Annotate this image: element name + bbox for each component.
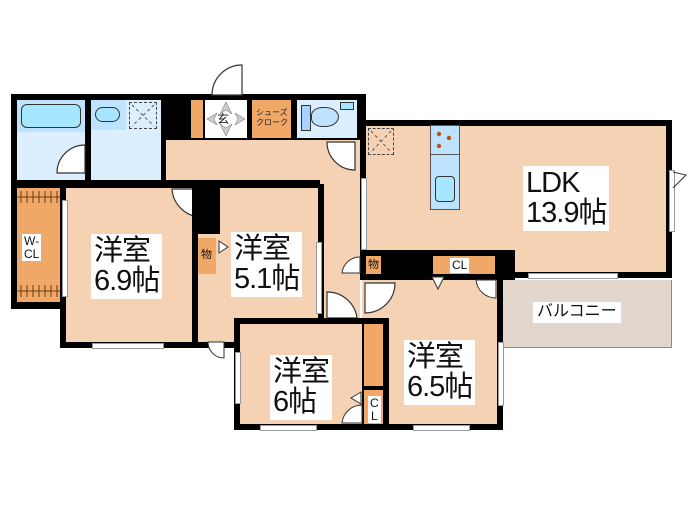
toilet-door-icon bbox=[326, 141, 356, 171]
entrance-arrows-icon bbox=[206, 101, 246, 137]
closet-2-label: C L bbox=[368, 396, 381, 424]
washing-machine-space bbox=[129, 102, 157, 129]
fridge-x-icon bbox=[370, 130, 392, 153]
room-1-wcl-sliding-door[interactable] bbox=[62, 200, 68, 297]
storage-1-door-icon bbox=[218, 240, 229, 254]
room-4-closet-door-icon bbox=[475, 279, 497, 299]
room-4-door-icon bbox=[364, 282, 396, 314]
stove-burners-icon bbox=[436, 131, 452, 149]
shoe-closet[interactable] bbox=[252, 100, 291, 138]
kitchen-sink-icon bbox=[435, 176, 455, 202]
room-2-hall-partition bbox=[316, 242, 322, 314]
room-4-right-window[interactable] bbox=[498, 342, 504, 406]
ldk-right-window[interactable] bbox=[669, 170, 675, 232]
storage-2[interactable] bbox=[366, 256, 381, 274]
washbasin-icon bbox=[95, 107, 120, 122]
shoe-closet-label: シューズ クローク bbox=[256, 108, 288, 128]
room-4-bottom-window[interactable] bbox=[413, 425, 470, 431]
toilet-tank-icon bbox=[301, 105, 311, 131]
washing-machine-x-icon bbox=[131, 104, 155, 127]
closet-1-label: CL bbox=[450, 258, 470, 273]
sink-icon bbox=[340, 102, 354, 110]
entrance-storage bbox=[191, 100, 203, 138]
balcony-label: バルコニー bbox=[533, 302, 621, 323]
hall-door-1-icon bbox=[341, 256, 361, 274]
room-2-label: 洋室 5.1帖 bbox=[231, 232, 303, 297]
room-3-closet-upper[interactable] bbox=[364, 324, 383, 386]
hall-ldk-partition bbox=[361, 178, 367, 250]
ldk-balcony-window[interactable] bbox=[528, 273, 618, 279]
room-1-label: 洋室 6.9帖 bbox=[91, 234, 163, 299]
room-1-bottom-window[interactable] bbox=[92, 343, 164, 349]
closet-2-door-icon bbox=[350, 391, 362, 405]
room-4-label: 洋室 6.5帖 bbox=[404, 340, 476, 405]
room-3-bottom-window[interactable] bbox=[260, 425, 317, 431]
closet-1-door-icon bbox=[431, 276, 445, 291]
entrance-label: 玄 bbox=[217, 112, 230, 126]
bathtub-icon bbox=[21, 104, 81, 128]
stove-divider bbox=[430, 154, 460, 155]
hanger-rail-bottom-icon bbox=[17, 285, 60, 297]
walk-in-closet-label: W- CL bbox=[22, 234, 42, 262]
ldk bbox=[366, 126, 666, 272]
room-3-left-window[interactable] bbox=[235, 352, 241, 404]
bath-door-icon bbox=[56, 144, 86, 174]
hall-door-2-icon bbox=[326, 291, 358, 319]
room-3-label: 洋室 6帖 bbox=[270, 355, 333, 420]
room-3-door-icon bbox=[341, 404, 363, 424]
storage-1[interactable] bbox=[198, 238, 216, 274]
fridge-space bbox=[368, 128, 394, 155]
ldk-side-door-icon bbox=[672, 171, 687, 189]
room-2-bottom-door-icon bbox=[207, 341, 225, 359]
storage-2-label: 物 bbox=[368, 259, 379, 271]
hanger-rail-top-icon bbox=[17, 191, 60, 203]
toilet-bowl-icon bbox=[311, 107, 339, 127]
storage-1-label: 物 bbox=[201, 249, 212, 261]
ldk-label: LDK 13.9帖 bbox=[523, 166, 610, 231]
front-door-icon bbox=[211, 64, 243, 96]
